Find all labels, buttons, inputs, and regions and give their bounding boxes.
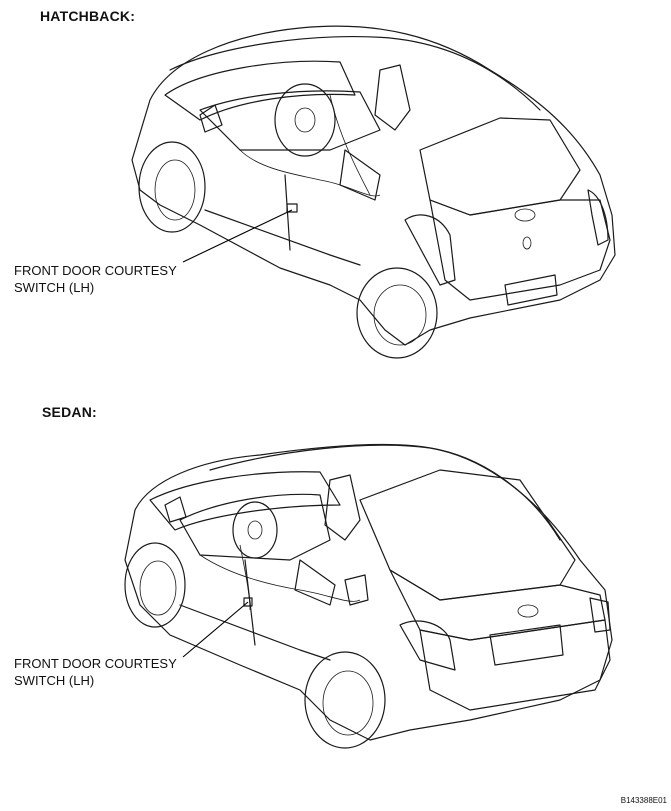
sedan-callout-line2: SWITCH (LH) [14, 673, 95, 688]
hatchback-callout-line2: SWITCH (LH) [14, 280, 95, 295]
sedan-heading: SEDAN: [42, 404, 97, 420]
hatchback-leader-line [182, 209, 293, 263]
hatchback-car-illustration [131, 25, 616, 359]
hatchback-callout-label: FRONT DOOR COURTESY SWITCH (LH) [14, 262, 177, 296]
hatchback-heading: HATCHBACK: [40, 8, 136, 24]
sedan-callout-label: FRONT DOOR COURTESY SWITCH (LH) [14, 655, 177, 689]
sedan-car-illustration [124, 443, 613, 749]
sedan-callout-line1: FRONT DOOR COURTESY [14, 656, 177, 671]
hatchback-callout-line1: FRONT DOOR COURTESY [14, 263, 177, 278]
figure-id: B143388E01 [620, 796, 667, 805]
sedan-leader-line [182, 601, 249, 658]
